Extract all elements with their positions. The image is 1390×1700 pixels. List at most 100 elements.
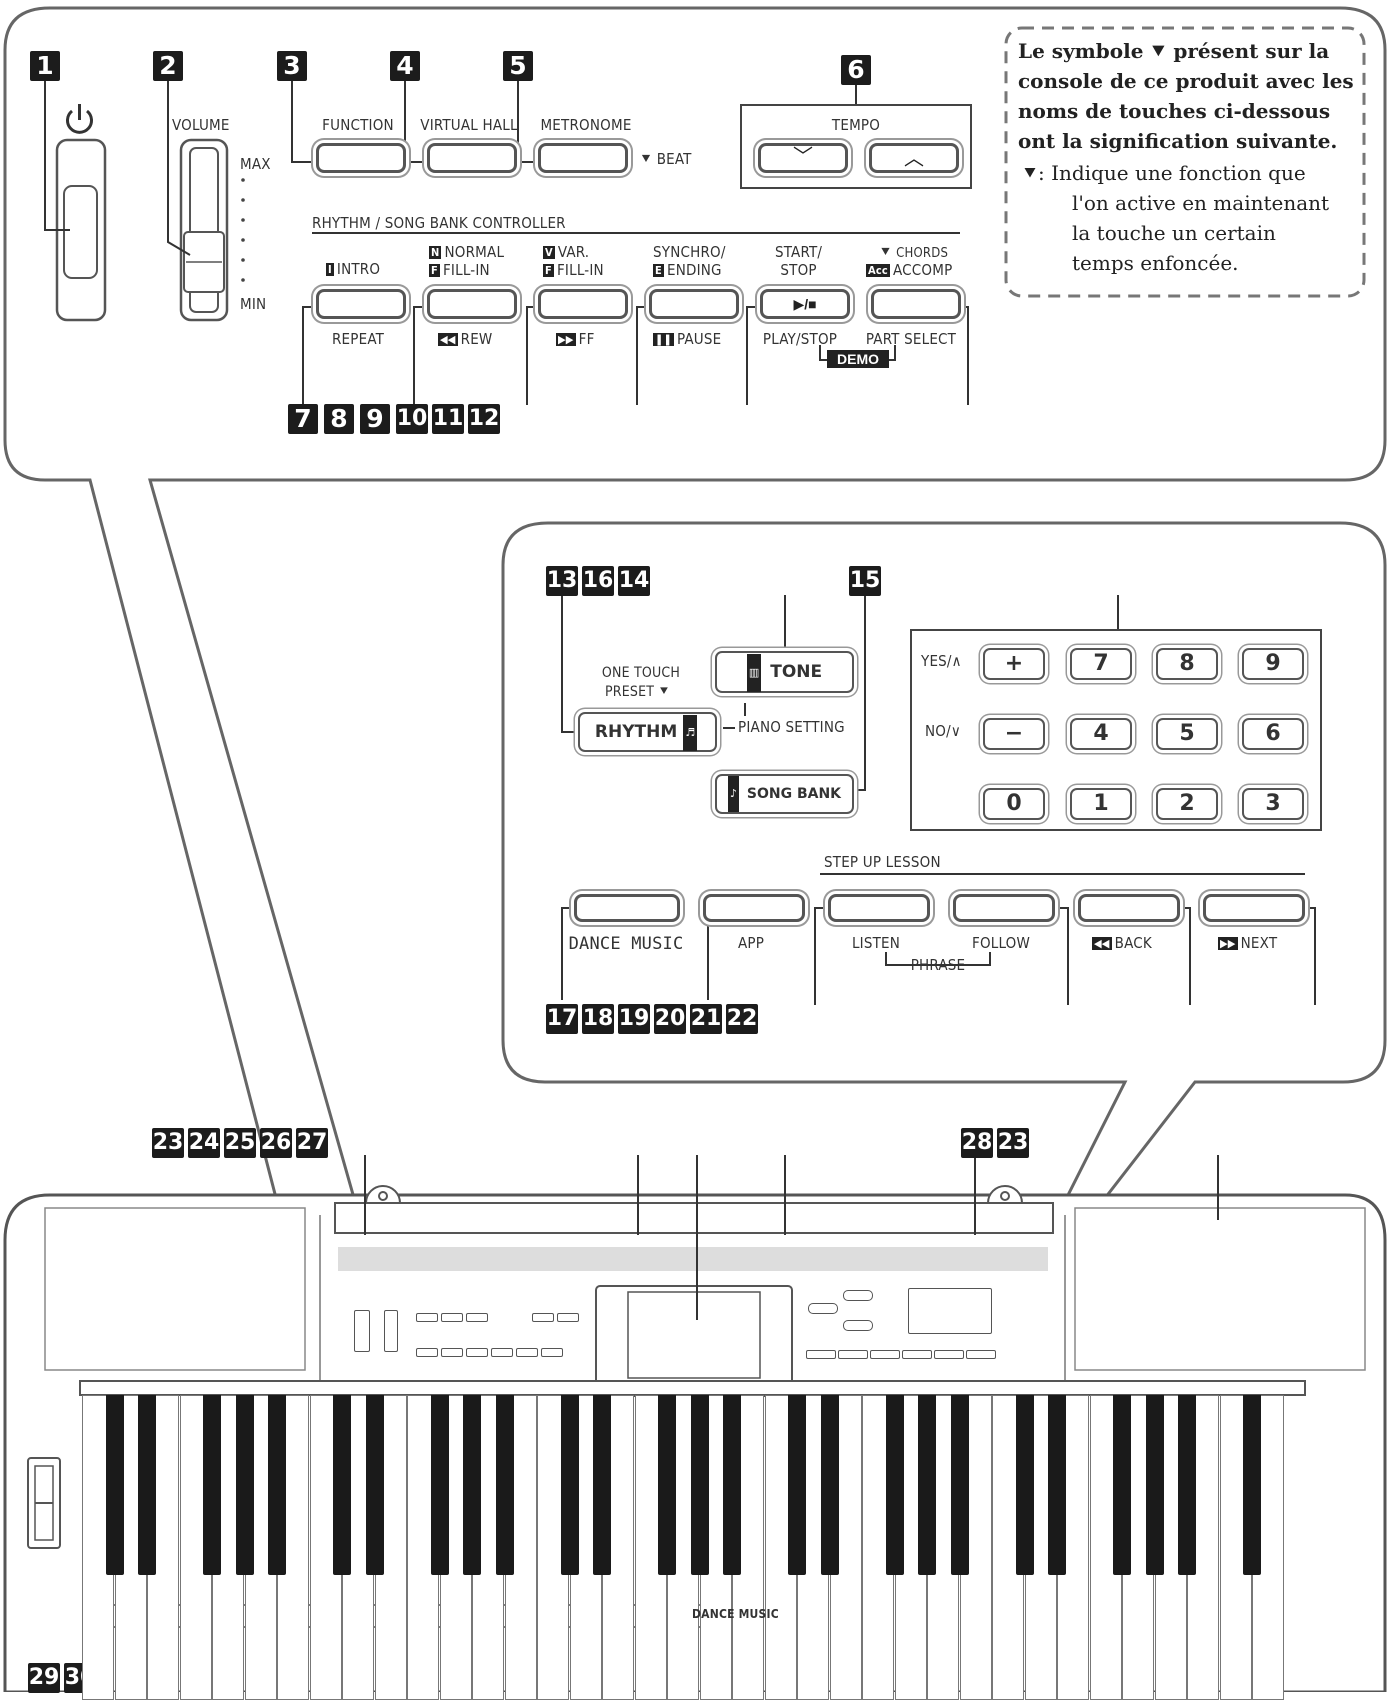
key-3-button[interactable]: 3 — [1242, 788, 1304, 820]
key-9-button[interactable]: 9 — [1242, 648, 1304, 680]
normal-fill-in-button[interactable] — [427, 289, 517, 319]
key-1-button[interactable]: 1 — [1070, 788, 1132, 820]
hold-icon: ⯆ — [1150, 39, 1167, 63]
black-key[interactable] — [723, 1395, 741, 1575]
key-5-button[interactable]: 5 — [1156, 718, 1218, 750]
mini-keypad[interactable] — [908, 1288, 992, 1334]
black-key[interactable] — [203, 1395, 221, 1575]
start-stop-button[interactable]: ▶/■ — [760, 289, 850, 319]
beat-label: ⯆ BEAT — [640, 150, 692, 168]
black-key[interactable] — [560, 1395, 579, 1575]
rewind-icon: ◀◀ — [438, 333, 458, 346]
black-key[interactable] — [658, 1395, 676, 1575]
chevron-up-icon: ︿ — [904, 148, 924, 170]
black-key[interactable] — [1178, 1395, 1196, 1575]
tempo-up-button[interactable]: ︿ — [869, 143, 959, 173]
black-key[interactable] — [1243, 1395, 1261, 1575]
mini-listen-button[interactable] — [870, 1350, 900, 1359]
mini-function-button[interactable] — [416, 1313, 438, 1322]
black-key[interactable] — [138, 1395, 156, 1575]
mini-next-button[interactable] — [966, 1350, 996, 1359]
black-key[interactable] — [333, 1395, 351, 1575]
mini-var-button[interactable] — [466, 1348, 488, 1357]
tempo-down-button[interactable]: ﹀ — [758, 143, 848, 173]
accomp-button[interactable] — [871, 289, 961, 319]
start-stop-label: START/STOP — [775, 243, 823, 279]
mini-dance-button[interactable] — [806, 1350, 836, 1359]
back-button[interactable] — [1078, 894, 1180, 922]
virtual-hall-label: VIRTUAL HALL — [420, 116, 518, 134]
metronome-button[interactable] — [538, 143, 628, 173]
black-key[interactable] — [1113, 1395, 1131, 1575]
black-key[interactable] — [268, 1395, 286, 1575]
mini-tempo-down-button[interactable] — [532, 1313, 554, 1322]
mini-power-switch[interactable] — [354, 1310, 370, 1352]
mini-metronome-button[interactable] — [466, 1313, 488, 1322]
black-key[interactable] — [365, 1395, 384, 1575]
black-key[interactable] — [1048, 1395, 1066, 1575]
callout-18: 18 — [582, 1004, 614, 1034]
key-6-button[interactable]: 6 — [1242, 718, 1304, 750]
mini-tempo-up-button[interactable] — [557, 1313, 579, 1322]
black-key[interactable] — [235, 1395, 254, 1575]
note-text: Le symbole ⯆ présent sur la console de c… — [1018, 39, 1354, 153]
minus-button[interactable]: − — [983, 718, 1045, 750]
mini-start-button[interactable] — [516, 1348, 538, 1357]
follow-button[interactable] — [953, 894, 1055, 922]
hold-icon: ⯆ — [658, 684, 670, 700]
intro-button[interactable] — [316, 289, 406, 319]
key-8-button[interactable]: 8 — [1156, 648, 1218, 680]
var-fill-in-button[interactable] — [538, 289, 628, 319]
black-key[interactable] — [593, 1395, 611, 1575]
dance-music-button[interactable] — [574, 894, 680, 922]
mini-rhythm-button[interactable] — [808, 1303, 838, 1314]
black-key[interactable] — [885, 1395, 904, 1575]
key-4-button[interactable]: 4 — [1070, 718, 1132, 750]
tempo-label: TEMPO — [831, 116, 881, 134]
mini-intro-button[interactable] — [416, 1348, 438, 1357]
mini-back-button[interactable] — [934, 1350, 964, 1359]
no-label: NO/∨ — [925, 722, 961, 740]
mini-tone-button[interactable] — [843, 1290, 873, 1301]
function-button[interactable] — [316, 143, 406, 173]
callout-23: 23 — [152, 1128, 184, 1158]
synchro-ending-button[interactable] — [649, 289, 739, 319]
mini-app-button[interactable] — [838, 1350, 868, 1359]
key-0-button[interactable]: 0 — [983, 788, 1045, 820]
song-bank-icon: ♪ — [727, 776, 739, 812]
mini-follow-button[interactable] — [902, 1350, 932, 1359]
black-key[interactable] — [950, 1395, 969, 1575]
next-button[interactable] — [1203, 894, 1305, 922]
black-key[interactable] — [788, 1395, 806, 1575]
black-key[interactable] — [820, 1395, 839, 1575]
song-bank-button[interactable]: ♪ SONG BANK — [715, 774, 854, 814]
rhythm-button[interactable]: RHYTHM ♬ — [578, 712, 717, 752]
virtual-hall-button[interactable] — [427, 143, 517, 173]
mini-fill-button[interactable] — [441, 1348, 463, 1357]
mini-synchro-button[interactable] — [491, 1348, 513, 1357]
mini-virtual-hall-button[interactable] — [441, 1313, 463, 1322]
tone-button[interactable]: ▥ TONE — [715, 651, 854, 693]
mini-volume-slider[interactable] — [384, 1310, 398, 1352]
app-button[interactable] — [703, 894, 805, 922]
black-key[interactable] — [463, 1395, 481, 1575]
black-key[interactable] — [918, 1395, 936, 1575]
plus-button[interactable]: + — [983, 648, 1045, 680]
black-key[interactable] — [1015, 1395, 1034, 1575]
black-key[interactable] — [430, 1395, 449, 1575]
black-key[interactable] — [495, 1395, 514, 1575]
key-7-button[interactable]: 7 — [1070, 648, 1132, 680]
listen-button[interactable] — [828, 894, 930, 922]
black-key[interactable] — [1145, 1395, 1164, 1575]
key-2-button[interactable]: 2 — [1156, 788, 1218, 820]
one-touch-label: ONE TOUCH — [601, 665, 681, 681]
demo-label: DEMO — [827, 350, 889, 368]
callout-6: 6 — [841, 55, 871, 85]
callout-27: 27 — [296, 1128, 328, 1158]
black-key[interactable] — [690, 1395, 709, 1575]
black-key[interactable] — [105, 1395, 124, 1575]
mini-song-bank-button[interactable] — [843, 1320, 873, 1331]
mini-accomp-button[interactable] — [541, 1348, 563, 1357]
